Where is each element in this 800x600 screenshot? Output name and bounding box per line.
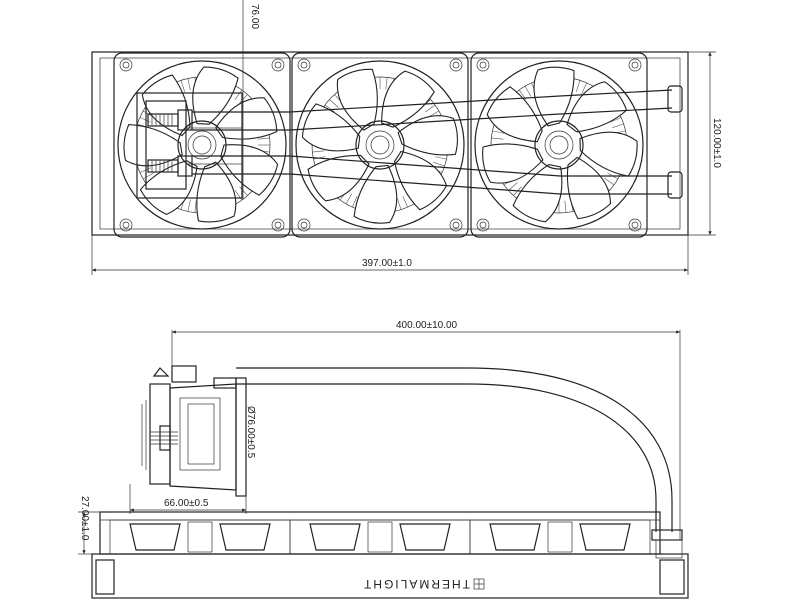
fan-side-3 — [469, 519, 651, 555]
fan-side-array — [109, 519, 651, 555]
fan-2 — [291, 52, 469, 238]
fan-side-1 — [109, 519, 291, 555]
fan-blade — [353, 164, 398, 224]
fan-blade — [381, 70, 435, 128]
radiator-frame — [91, 51, 689, 236]
fan-blade — [336, 68, 378, 131]
fan-blade — [566, 81, 628, 133]
pump-block-top — [136, 92, 243, 199]
dim-tube-spacing: 76.00 — [249, 4, 260, 29]
pump-spring — [150, 425, 178, 451]
fan-blade — [579, 131, 638, 177]
tube-side — [236, 367, 683, 541]
pump-block-side — [141, 365, 247, 497]
fan-blade — [393, 150, 448, 211]
dim-pump-width-label: 66.00±0.5 — [164, 498, 209, 509]
fan-1 — [113, 52, 291, 238]
fan-blade — [486, 86, 543, 143]
dim-pump-diameter-label: Ø76.00±0.5 — [245, 406, 256, 459]
fan-blade — [512, 163, 563, 223]
dim-thickness-label: 27.00±1.0 — [79, 496, 90, 541]
side-view: 400.00±10.00 Ø76.00±0.5 — [78, 320, 689, 599]
fan-blade — [192, 66, 239, 125]
fitting-upper — [147, 109, 193, 131]
fan-blade — [566, 156, 612, 220]
radiator-side-body — [91, 511, 689, 599]
brand-logo: THERMALIGHT — [362, 577, 485, 591]
fitting-lower — [147, 155, 193, 177]
tubes-top — [192, 85, 683, 199]
top-view: 76.00 397.00±1.0 120.00±1.0 — [91, 0, 722, 275]
dim-tube-length-label: 400.00±10.00 — [396, 320, 458, 331]
dim-height-label: 120.00±1.0 — [711, 118, 722, 168]
fan-side-2 — [289, 519, 471, 555]
fan-blade — [196, 161, 237, 223]
brand-name: THERMALIGHT — [362, 577, 470, 591]
fan-blade — [397, 115, 458, 156]
fan-3 — [470, 52, 648, 238]
fan-array — [113, 52, 648, 238]
fan-blade — [220, 144, 279, 196]
dim-width-label: 397.00±1.0 — [362, 258, 412, 269]
fan-blade — [123, 124, 183, 167]
fan-blade — [215, 97, 278, 140]
